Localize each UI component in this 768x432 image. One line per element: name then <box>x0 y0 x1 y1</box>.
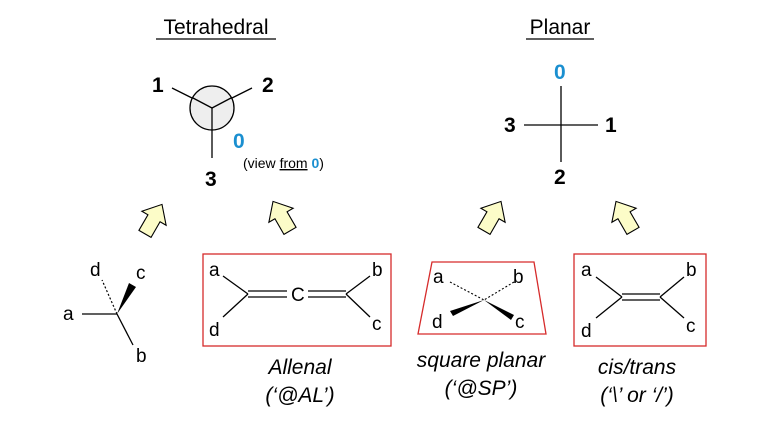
planar-label-1: 1 <box>605 114 617 137</box>
atom-a: a <box>581 260 592 281</box>
atom-d: d <box>581 321 592 342</box>
allenal-bond-a <box>222 275 249 295</box>
caption-square-planar-code: (‘@SP’) <box>445 377 518 400</box>
atom-d: d <box>209 320 220 341</box>
atom-c: c <box>686 316 696 337</box>
cis-trans-box <box>573 253 707 347</box>
arrow-up-icon <box>477 200 506 236</box>
heading-planar: Planar <box>530 16 591 39</box>
atom-b: b <box>372 260 383 281</box>
ct-bond-d <box>595 296 623 319</box>
tetra-label-3: 3 <box>205 168 217 191</box>
tetra-view-note: (view from 0) <box>243 155 324 171</box>
wedge-bond-d <box>450 300 484 316</box>
planar-projection: 0 1 2 3 <box>504 61 617 189</box>
heading-tetrahedral: Tetrahedral <box>163 16 268 39</box>
atom-c: c <box>372 314 382 335</box>
tetrahedral-projection: 1 2 3 0 (view from 0) <box>152 74 324 191</box>
atom-b: b <box>136 346 147 367</box>
atom-a: a <box>63 304 74 325</box>
tetra-front-bond-2 <box>211 97 232 109</box>
ct-bond-c <box>659 296 685 319</box>
allenal-center-atom: C <box>291 285 305 306</box>
arrow-up-icon <box>138 203 167 239</box>
cis-trans-molecule: a d b c <box>573 253 707 347</box>
tetra-label-0: 0 <box>233 130 245 153</box>
allenal-box <box>202 253 392 347</box>
arrow-up-icon <box>268 200 297 236</box>
atom-a: a <box>209 260 220 281</box>
atom-b: b <box>686 260 697 281</box>
ct-bond-a <box>595 276 623 298</box>
tetrahedral-molecule: a b c d <box>63 260 147 367</box>
allenal-molecule: C a d b c <box>202 253 392 347</box>
wedge-bond-c <box>117 283 136 314</box>
planar-label-3: 3 <box>504 114 516 137</box>
atom-d: d <box>432 312 443 333</box>
bond-b <box>116 313 134 346</box>
tetra-label-2: 2 <box>262 74 274 97</box>
caption-square-planar: square planar <box>417 349 546 372</box>
tetra-front-bond-1 <box>192 97 213 109</box>
planar-label-0: 0 <box>554 61 566 84</box>
dashed-bond-b <box>483 281 515 301</box>
caption-allenal: Allenal <box>266 356 332 379</box>
square-planar-molecule: a b d c <box>417 261 547 335</box>
tetra-label-1: 1 <box>152 74 164 97</box>
allenal-bond-c <box>345 293 371 318</box>
atom-b: b <box>513 267 524 288</box>
atom-c: c <box>515 312 525 333</box>
square-planar-box <box>417 261 547 335</box>
atom-d: d <box>90 260 101 281</box>
arrow-up-icon <box>611 200 640 236</box>
dashed-bond-d <box>101 279 118 315</box>
caption-allenal-code: (‘@AL’) <box>265 384 334 407</box>
dashed-bond-a <box>449 281 485 301</box>
atom-c: c <box>136 263 146 284</box>
caption-cis-trans-code: (‘\’ or ‘/’) <box>600 384 674 407</box>
allenal-bond-b <box>345 275 371 295</box>
caption-cis-trans: cis/trans <box>598 356 677 379</box>
atom-a: a <box>433 267 444 288</box>
planar-label-2: 2 <box>554 166 566 189</box>
wedge-bond-c <box>484 300 514 320</box>
ct-bond-b <box>659 276 685 298</box>
allenal-bond-d <box>222 293 249 318</box>
